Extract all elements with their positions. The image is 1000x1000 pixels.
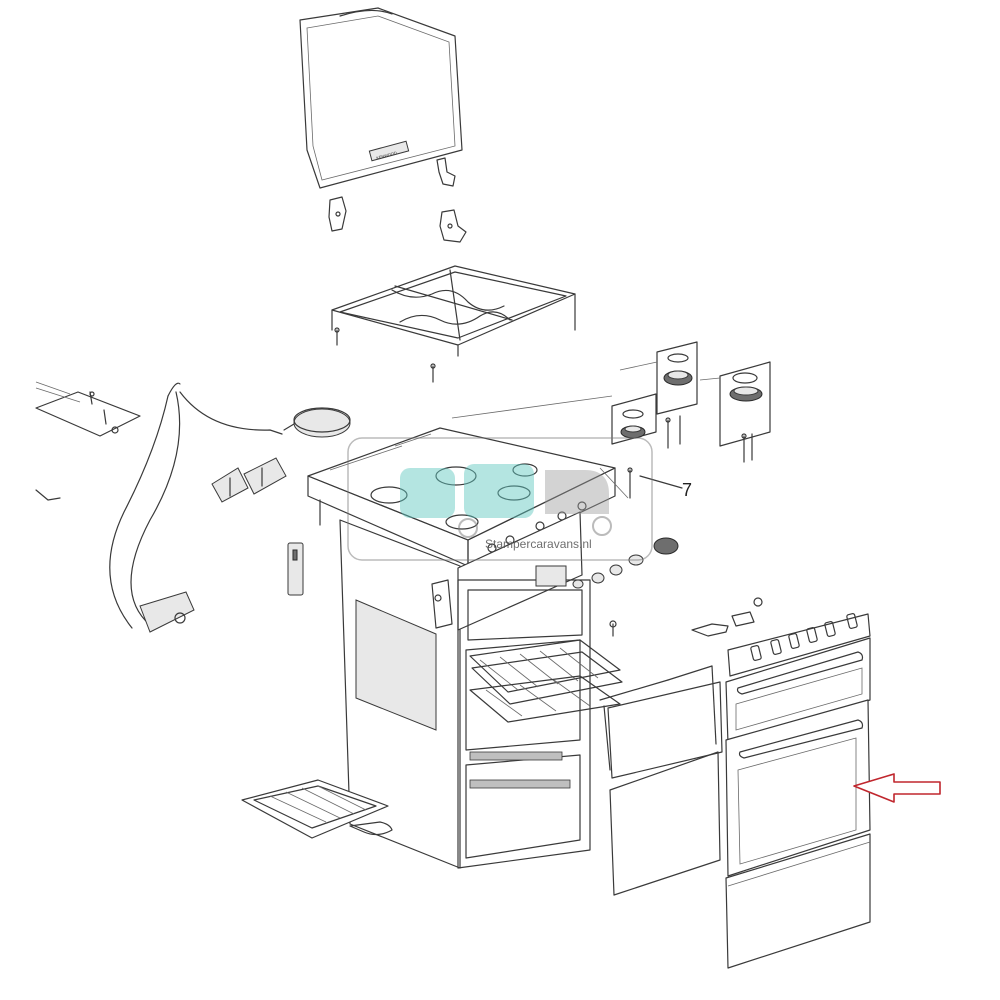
electric-hotplate bbox=[283, 407, 351, 438]
inner-glass-panels bbox=[607, 681, 723, 896]
door-hinges bbox=[691, 597, 763, 637]
hob-glass-lid: KENWOOD bbox=[299, 7, 463, 189]
gas-hose bbox=[109, 382, 283, 633]
oven-shelves bbox=[469, 639, 623, 723]
hob-lid-logo: KENWOOD bbox=[376, 150, 398, 160]
watermark: Stampercaravans.nl bbox=[347, 437, 653, 561]
cooker-body bbox=[307, 427, 616, 869]
pan-support bbox=[331, 265, 576, 357]
front-fascia-doors bbox=[725, 613, 871, 969]
grill-pan bbox=[241, 779, 393, 839]
watermark-text: Stampercaravans.nl bbox=[485, 537, 592, 551]
part-callout-7: 7 bbox=[682, 480, 692, 500]
screws bbox=[334, 327, 617, 637]
gas-valves bbox=[572, 537, 679, 589]
ignition-brackets bbox=[211, 457, 287, 503]
rear-cover-plate bbox=[35, 381, 141, 501]
grill-rails bbox=[599, 665, 717, 771]
burner-assemblies bbox=[451, 341, 771, 499]
lid-hinges bbox=[328, 157, 467, 243]
highlight-arrow bbox=[853, 773, 941, 803]
side-trim bbox=[287, 542, 304, 596]
